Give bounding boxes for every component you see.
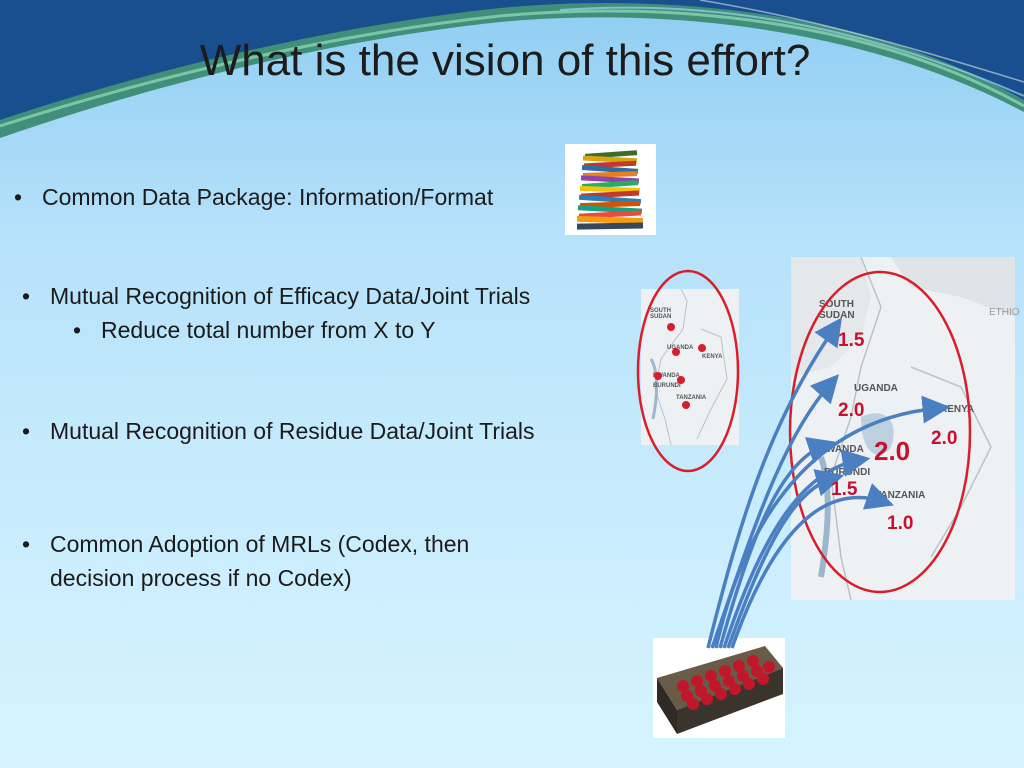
large-map-label-south-sudan: SOUTH SUDAN: [819, 299, 855, 321]
small-map-dot: [654, 372, 662, 380]
small-map-dot: [667, 323, 675, 331]
sub-bullet-reduce-total: • Reduce total number from X to Y: [73, 313, 436, 347]
small-map-label-south-sudan: SOUTH SUDAN: [650, 308, 672, 320]
small-map-label-burundi: BURUNDI: [653, 383, 681, 389]
small-map-label-kenya: KENYA: [702, 354, 723, 360]
value-label-kenya: 2.0: [931, 428, 958, 449]
small-map-graphic: [641, 288, 739, 446]
bullet-residue-data: • Mutual Recognition of Residue Data/Joi…: [22, 414, 535, 448]
folder-stack-image: [565, 144, 656, 235]
folder-stack-icon: [576, 150, 644, 230]
bullet-text: Common Adoption of MRLs (Codex, then dec…: [50, 531, 470, 591]
value-label-south-sudan: 1.5: [838, 330, 865, 351]
value-label-rwanda: 2.0: [874, 436, 911, 466]
bullet-text: Mutual Recognition of Residue Data/Joint…: [50, 418, 535, 444]
large-map-label-kenya: KENYA: [940, 404, 975, 415]
value-label-tanzania: 1.0: [887, 513, 914, 534]
slide-title: What is the vision of this effort?: [199, 36, 811, 85]
small-map-dot: [682, 401, 690, 409]
small-map-label-tanzania: TANZANIA: [676, 395, 707, 401]
arrow-to-south-sudan: [706, 317, 843, 649]
bullet-text: Mutual Recognition of Efficacy Data/Join…: [50, 283, 531, 309]
large-map-highlight-ellipse: [788, 270, 972, 594]
small-map-dot: [672, 348, 680, 356]
apple-box-image: [653, 638, 785, 738]
arrow-to-burundi: [726, 469, 845, 649]
arrow-to-tanzania: [730, 483, 894, 649]
small-map-dot: [677, 376, 685, 384]
bullet-marker: •: [22, 418, 31, 444]
bullet-marker: •: [22, 531, 31, 557]
small-map-image: SOUTH SUDAN UGANDA KENYA RWANDA BURUNDI …: [641, 288, 739, 446]
bullet-common-data-package: • Common Data Package: Information/Forma…: [14, 180, 494, 214]
bullet-common-adoption-mrls: • Common Adoption of MRLs (Codex, then d…: [22, 527, 550, 595]
bullet-text: Reduce total number from X to Y: [101, 317, 436, 343]
arrow-to-rwanda-2: [722, 449, 871, 649]
bullet-efficacy-data: • Mutual Recognition of Efficacy Data/Jo…: [22, 279, 531, 313]
large-map-label-tanzania: TANZANIA: [875, 490, 926, 501]
value-label-burundi: 1.5: [831, 479, 858, 500]
small-map-dot: [698, 344, 706, 352]
small-map-label-rwanda: RWANDA: [653, 373, 680, 379]
bullet-marker: •: [73, 317, 82, 343]
large-map-label-ethiopia: ETHIO: [989, 307, 1020, 318]
bullet-marker: •: [22, 283, 31, 309]
large-map-graphic: [791, 256, 1015, 601]
large-map-label-uganda: UGANDA: [854, 383, 898, 394]
large-map-image: SOUTH SUDAN UGANDA KENYA RWANDA BURUNDI …: [791, 256, 1020, 601]
bullet-text: Common Data Package: Information/Format: [42, 184, 494, 210]
arrow-to-rwanda: [718, 437, 836, 649]
small-map-highlight-ellipse: [636, 269, 740, 473]
small-map-label-uganda: UGANDA: [667, 345, 694, 351]
arrow-to-kenya: [714, 395, 951, 649]
value-label-uganda: 2.0: [838, 400, 865, 421]
bullet-marker: •: [14, 184, 23, 210]
apple-box-graphic: [653, 638, 785, 738]
